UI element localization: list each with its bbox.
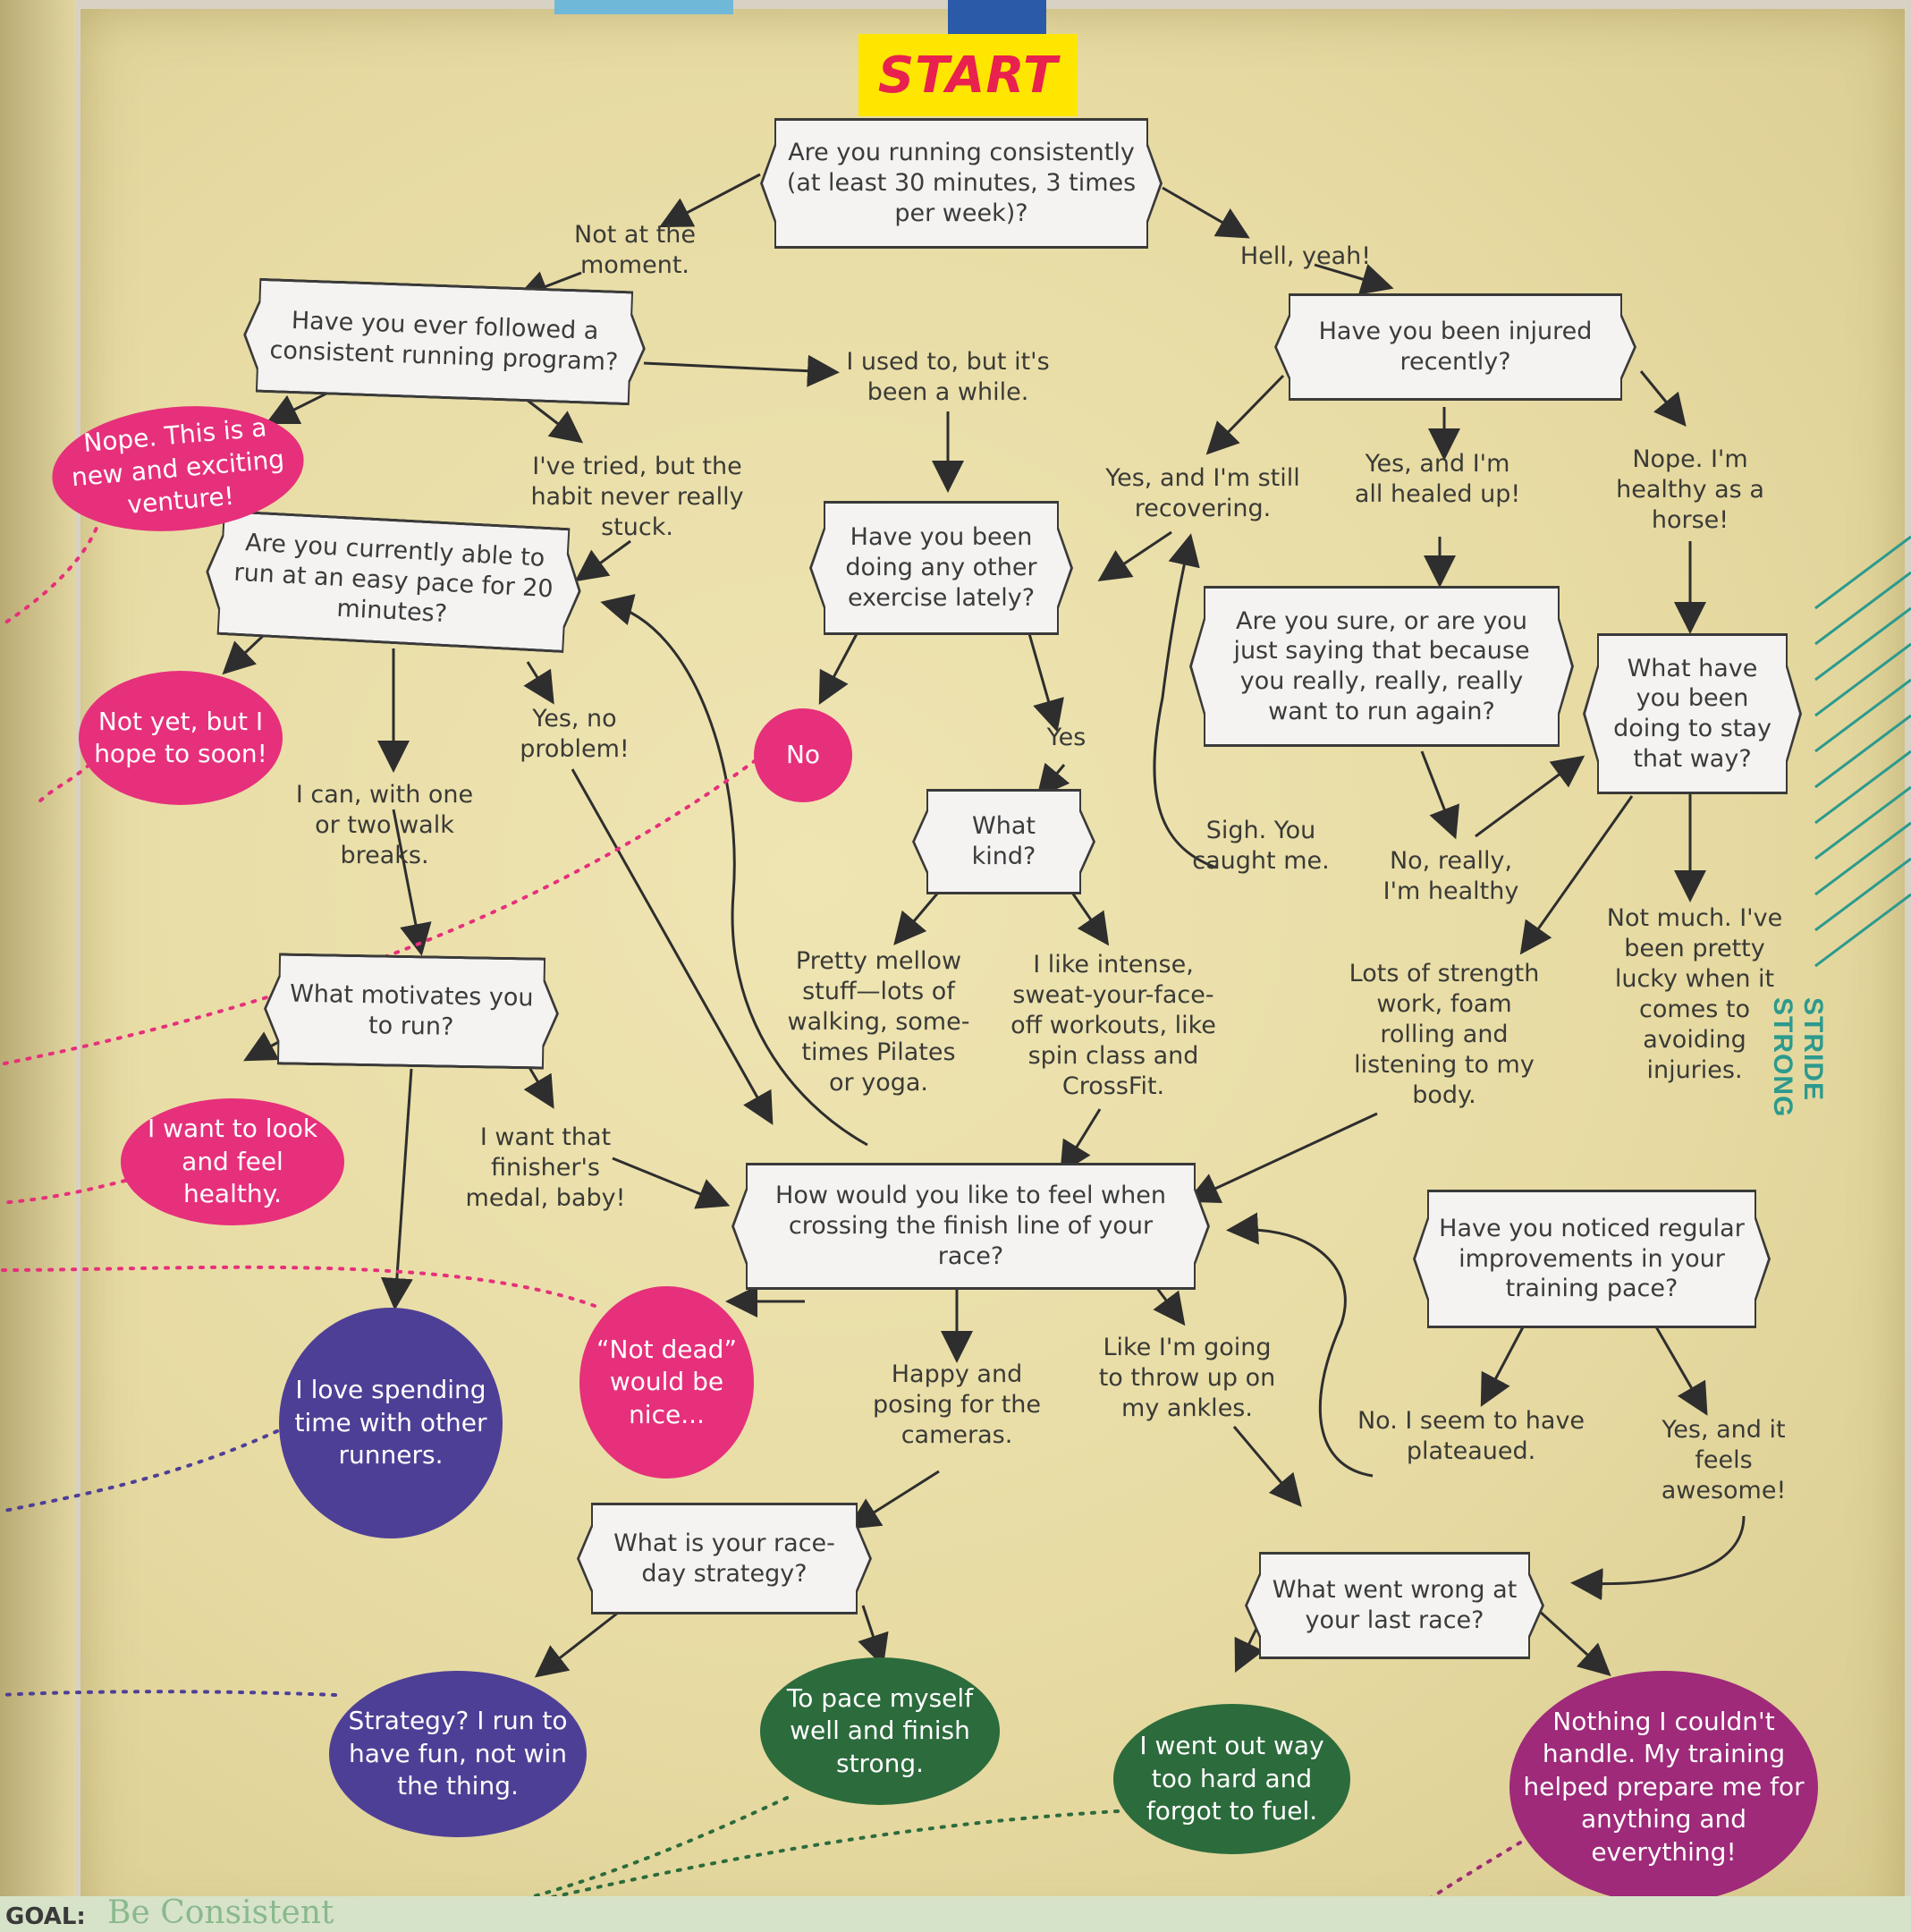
answer-really-healthy: No, really, I'm healthy <box>1383 847 1519 906</box>
question-what-went-wrong: What went wrong at your last race? <box>1245 1552 1544 1659</box>
question-text: Are you currently able to run at an easy… <box>206 512 581 650</box>
answer-throw-up: Like I'm going to throw up on my ankles. <box>1098 1334 1276 1423</box>
question-finish-line-feeling: How would you like to feel when crossing… <box>731 1163 1210 1290</box>
answer-strength-work: Lots of strength work, foam rolling and … <box>1349 960 1540 1110</box>
answer-finisher-medal: I want that finisher's medal, baby! <box>465 1123 626 1213</box>
goal-value: Be Consistent <box>107 1894 334 1931</box>
question-text: Have you ever followed a consistent runn… <box>244 280 645 402</box>
question-text: Are you sure, or are you just saying tha… <box>1192 589 1571 744</box>
outcome-no: No <box>754 708 852 802</box>
question-text: What motivates you to run? <box>266 955 557 1067</box>
outcome-look-feel-healthy: I want to look and feel healthy. <box>121 1098 344 1225</box>
answer-tried-habit: I've tried, but the habit never really s… <box>530 453 744 542</box>
question-text: Have you been doing any other exercise l… <box>812 504 1070 632</box>
question-text: What is your race-day strategy? <box>579 1505 869 1612</box>
question-stay-that-way: What have you been doing to stay that wa… <box>1583 633 1802 794</box>
start-label: START <box>877 46 1059 105</box>
footer-goal-bar <box>0 1896 1911 1932</box>
outcome-strategy-have-fun: Strategy? I run to have fun, not win the… <box>329 1671 587 1837</box>
question-other-exercise: Have you been doing any other exercise l… <box>809 501 1073 635</box>
outcome-hope-to-soon: Not yet, but I hope to soon! <box>79 671 283 805</box>
answer-yes: Yes <box>1046 724 1087 751</box>
question-improvements-pace: Have you noticed regular improvements in… <box>1413 1190 1771 1328</box>
answer-yes-no-problem: Yes, no problem! <box>520 705 630 764</box>
question-text: What have you been doing to stay that wa… <box>1585 636 1799 792</box>
outcome-nothing-couldnt-handle: Nothing I couldn't handle. My training h… <box>1509 1671 1818 1903</box>
question-injured-recently: Have you been injured recently? <box>1274 293 1636 401</box>
outcome-love-spending-time: I love spending time with other runners. <box>279 1308 503 1538</box>
stride-strong-label: STRIDE STRONG <box>1768 997 1828 1118</box>
answer-healthy-horse: Nope. I'm healthy as a horse! <box>1616 445 1764 535</box>
answer-not-at-moment: Not at the moment. <box>574 221 696 280</box>
answer-used-to: I used to, but it's been a while. <box>846 348 1050 407</box>
magazine-gutter <box>0 0 76 1932</box>
question-what-motivates: What motivates you to run? <box>263 953 560 1070</box>
answer-walk-breaks: I can, with one or two walk breaks. <box>295 781 474 870</box>
question-text: What went wrong at your last race? <box>1247 1555 1542 1657</box>
question-text: What kind? <box>915 792 1093 892</box>
question-text: How would you like to feel when crossing… <box>734 1165 1207 1287</box>
page-edge-tab <box>948 0 1046 36</box>
question-running-consistently: Are you running consistently (at least 3… <box>760 118 1163 249</box>
question-text: Have you been injured recently? <box>1277 296 1634 398</box>
answer-feels-awesome: Yes, and it feels awesome! <box>1661 1416 1787 1505</box>
answer-sigh-caught: Sigh. You caught me. <box>1192 817 1330 876</box>
answer-not-much: Not much. I've been pretty lucky when it… <box>1606 904 1783 1085</box>
outcome-went-out-hard: I went out way too hard and forgot to fu… <box>1113 1704 1350 1854</box>
answer-still-recovering: Yes, and I'm still recovering. <box>1105 464 1300 523</box>
question-are-you-sure: Are you sure, or are you just saying tha… <box>1189 586 1574 747</box>
answer-pretty-mellow: Pretty mellow stuff—lots of walking, som… <box>787 947 970 1097</box>
question-text: Have you noticed regular improvements in… <box>1416 1192 1768 1326</box>
answer-plateaued: No. I seem to have plateaued. <box>1357 1407 1585 1466</box>
question-text: Are you running consistently (at least 3… <box>763 121 1160 246</box>
outcome-not-dead: “Not dead” would be nice... <box>579 1286 754 1479</box>
answer-all-healed: Yes, and I'm all healed up! <box>1354 450 1521 509</box>
page-edge-strip <box>554 0 733 14</box>
goal-label: GOAL: <box>5 1903 86 1930</box>
answer-happy-posing: Happy and posing for the cameras. <box>872 1360 1042 1450</box>
question-what-kind: What kind? <box>912 789 1095 894</box>
start-banner: START <box>858 34 1078 116</box>
answer-intense-workouts: I like intense, sweat-your-face-off work… <box>1010 951 1216 1101</box>
outcome-pace-myself: To pace myself well and finish strong. <box>760 1657 1000 1805</box>
question-race-day-strategy: What is your race-day strategy? <box>577 1503 872 1614</box>
answer-hell-yeah: Hell, yeah! <box>1239 242 1372 270</box>
question-followed-program: Have you ever followed a consistent runn… <box>241 277 647 406</box>
